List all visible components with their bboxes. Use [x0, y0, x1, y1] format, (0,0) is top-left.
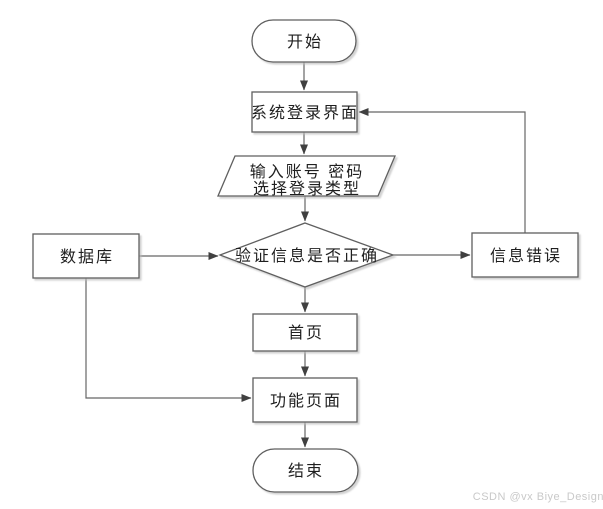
database-process [32, 233, 140, 279]
start-label: 开始 [287, 33, 323, 51]
input-label-line2: 选择登录类型 [253, 180, 361, 198]
login-screen-label: 系统登录界面 [251, 104, 359, 122]
database-label: 数据库 [60, 248, 114, 266]
error-label: 信息错误 [490, 247, 562, 265]
home-label: 首页 [288, 324, 324, 342]
nodes [32, 19, 579, 493]
start-terminator [251, 19, 357, 63]
csdn-watermark: CSDN @vx Biye_Design [473, 491, 603, 503]
edge-database-to-function [85, 278, 252, 402]
function-page-process [252, 377, 358, 423]
edge-error-to-login [358, 108, 526, 233]
verify-decision-diamond [218, 222, 395, 288]
end-label: 结束 [288, 462, 324, 480]
node-labels: 开始 系统登录界面 输入账号 密码 选择登录类型 验证信息是否正确 数据库 信息… [60, 33, 562, 480]
login-screen-process [251, 91, 358, 133]
error-process [471, 232, 579, 278]
input-parallelogram [217, 155, 396, 197]
home-process [252, 313, 358, 352]
end-terminator [252, 448, 359, 493]
connectors [85, 62, 526, 448]
input-label-line1: 输入账号 密码 [250, 163, 364, 181]
verify-label: 验证信息是否正确 [235, 247, 379, 265]
function-page-label: 功能页面 [270, 392, 342, 410]
